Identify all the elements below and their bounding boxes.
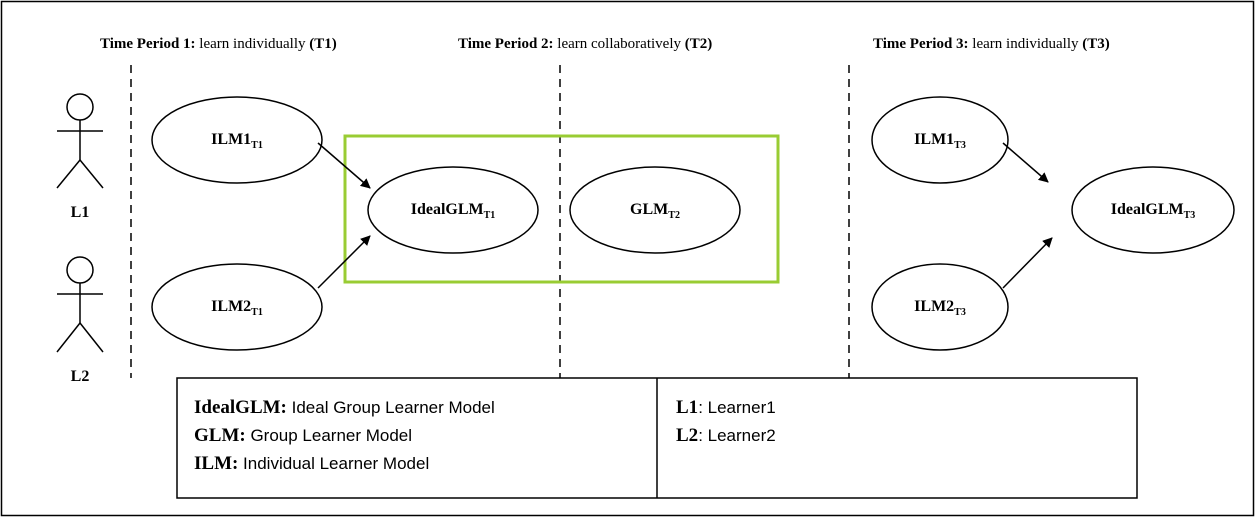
legend-item: L1: Learner1 [676,394,776,422]
node-ilm1-t1-main: ILM1 [211,131,252,148]
header-2-text: learn collaboratively [553,36,685,52]
ellipse-ilm1-t1 [151,96,323,184]
legend-term: L1 [676,397,699,418]
node-idealglm-t3-sub: T3 [1183,210,1196,221]
header-3-bold: Time Period 3: [873,36,969,52]
legend-desc: Ideal Group Learner Model [286,398,495,417]
learner-figure-l1 [56,93,104,189]
legend-item: ILM: Individual Learner Model [194,450,495,478]
learner-label-l2: L2 [70,368,90,385]
legend-desc: Individual Learner Model [238,454,430,473]
header-2-bold: Time Period 2: [458,36,554,52]
learner-figure-l2 [56,256,104,353]
ellipse-ilm2-t1 [151,263,323,351]
legend-term: IdealGLM: [194,397,287,418]
arrow-ilm2-t1-to-ideal [317,235,371,289]
legend-right: L1: Learner1 L2: Learner2 [676,394,776,450]
header-time-period-3: Time Period 3: learn individually (T3) [873,36,1110,53]
collaboration-box [343,134,780,284]
header-3-tag: (T3) [1082,36,1110,52]
header-1-tag: (T1) [309,36,337,52]
legend-item: L2: Learner2 [676,422,776,450]
node-ilm2-t3-main: ILM2 [914,298,955,315]
node-ilm2-t3-sub: T3 [954,307,966,318]
node-idealglm-t1: IdealGLMT1 [410,201,496,221]
node-glm-t2-sub: T2 [668,210,680,221]
legend-term: L2 [676,425,699,446]
node-ilm2-t1-main: ILM2 [211,298,252,315]
arrow-ilm1-t1-to-ideal [317,142,371,189]
legend-term: GLM: [194,425,246,446]
node-ilm2-t1: ILM2T1 [211,298,263,318]
legend-desc: Group Learner Model [245,426,413,445]
legend-term: ILM: [194,453,239,474]
legend-desc: : Learner2 [698,426,776,445]
legend-item: IdealGLM: Ideal Group Learner Model [194,394,495,422]
header-1-bold: Time Period 1: [100,36,196,52]
arrow-ilm1-t3-to-ideal [1002,142,1049,183]
node-ilm1-t3-sub: T3 [954,140,966,151]
header-time-period-1: Time Period 1: learn individually (T1) [100,36,337,53]
node-ilm1-t1: ILM1T1 [211,131,263,151]
node-idealglm-t3-main: IdealGLM [1110,201,1184,218]
header-2-tag: (T2) [684,36,713,52]
ellipse-glm-t2 [569,166,741,254]
node-ilm2-t1-sub: T1 [251,307,263,318]
node-glm-t2: GLMT2 [630,201,680,221]
node-idealglm-t3: IdealGLMT3 [1110,201,1196,221]
learner-label-l1: L1 [70,204,90,221]
arrow-ilm2-t3-to-ideal [1002,237,1053,289]
ellipse-idealglm-t1 [367,166,539,254]
node-ilm1-t3-main: ILM1 [914,131,955,148]
header-1-text: learn individually [195,36,310,52]
legend-left: IdealGLM: Ideal Group Learner Model GLM:… [194,394,495,478]
ellipse-ilm1-t3 [871,96,1009,184]
header-time-period-2: Time Period 2: learn collaboratively (T2… [458,36,712,53]
node-ilm1-t3: ILM1T3 [914,131,966,151]
node-ilm1-t1-sub: T1 [251,140,263,151]
node-glm-t2-main: GLM [630,201,669,218]
ellipse-idealglm-t3 [1071,166,1235,254]
node-ilm2-t3: ILM2T3 [914,298,966,318]
node-idealglm-t1-main: IdealGLM [410,201,484,218]
node-idealglm-t1-sub: T1 [483,210,496,221]
legend-desc: : Learner1 [698,398,776,417]
legend-item: GLM: Group Learner Model [194,422,495,450]
header-3-text: learn individually [968,36,1083,52]
ellipse-ilm2-t3 [871,263,1009,351]
